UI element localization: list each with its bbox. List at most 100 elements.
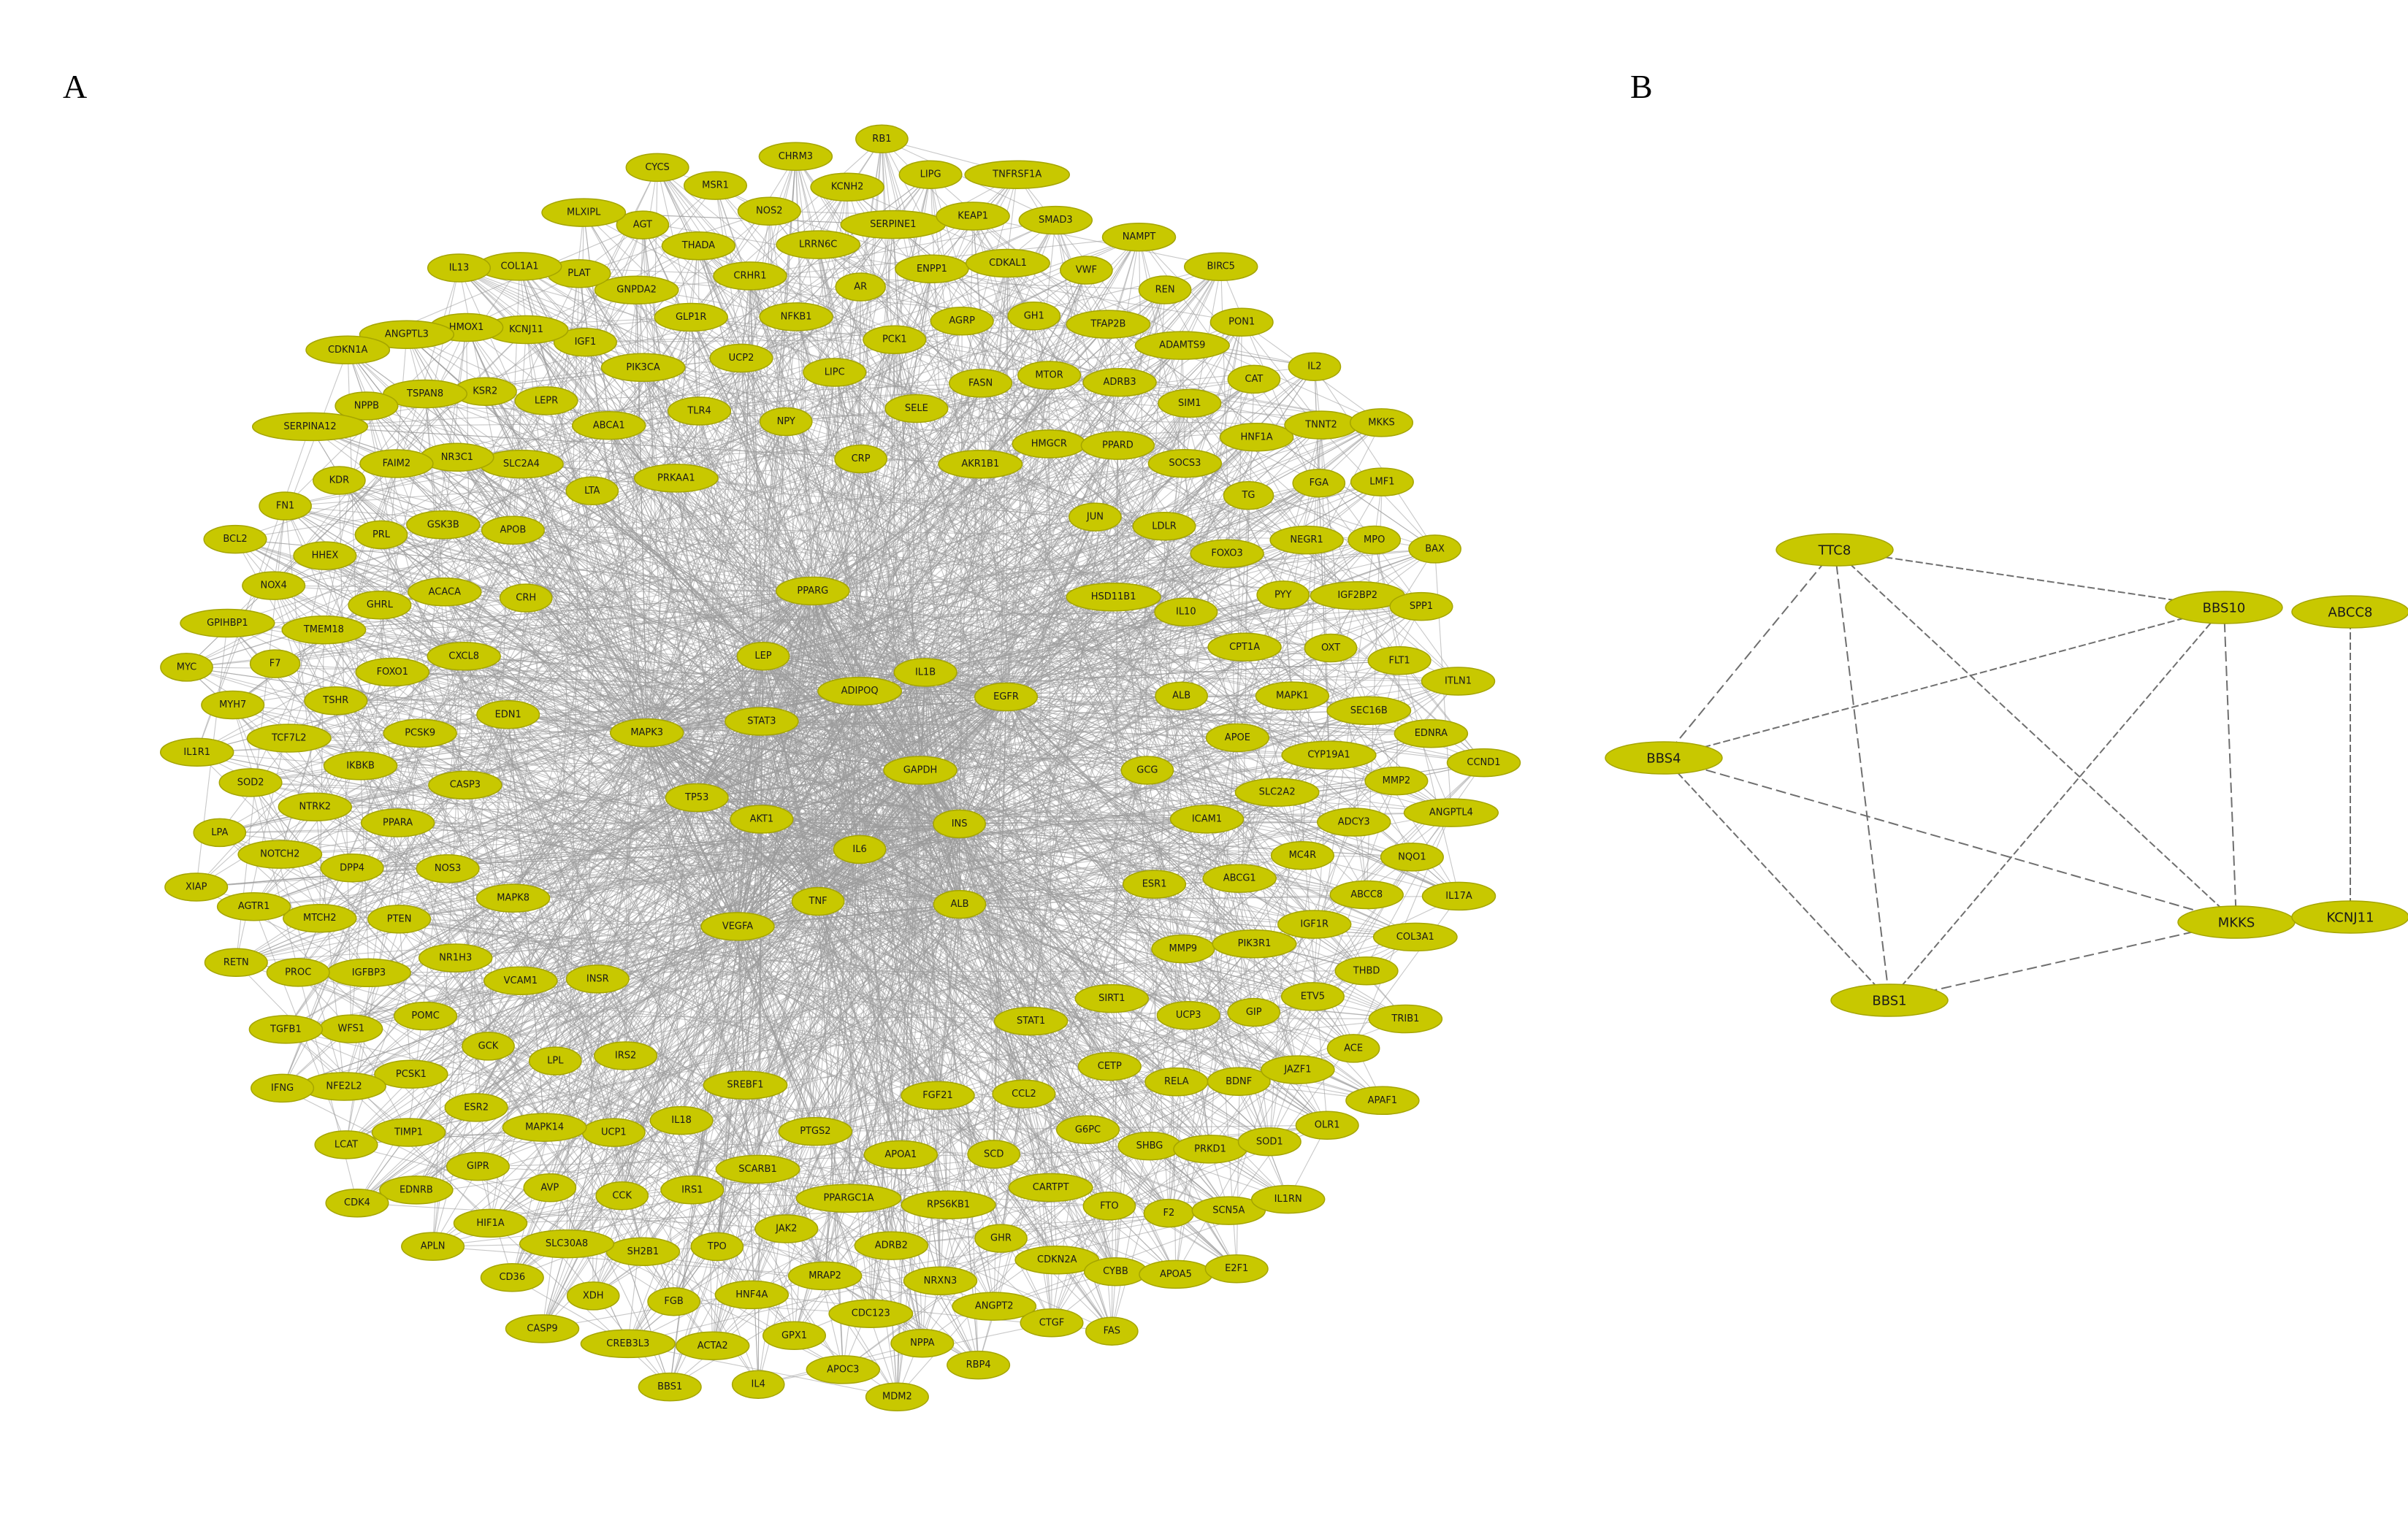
svg-text:HMGCR: HMGCR	[1031, 439, 1067, 450]
svg-text:MDM2: MDM2	[882, 1392, 912, 1403]
network-edge	[366, 405, 1255, 945]
network-edge	[690, 317, 1052, 1188]
network-edge	[424, 394, 1112, 1332]
gene-node: SOD1	[1237, 1127, 1302, 1157]
svg-text:IGF1: IGF1	[575, 337, 597, 348]
svg-text:CDKN2A: CDKN2A	[1037, 1254, 1077, 1265]
gene-node: TLR4	[668, 396, 732, 426]
network-edge	[592, 754, 1329, 1297]
gene-node: ADIPOQ	[817, 676, 903, 706]
gene-node: ANGPT2	[952, 1292, 1037, 1321]
panel-a-label: A	[63, 68, 88, 105]
network-edge	[279, 267, 460, 855]
network-edge	[920, 754, 1329, 771]
gene-node: PPARD	[1080, 431, 1155, 460]
gene-node: ITLN1	[1421, 667, 1496, 696]
svg-text:JAZF1: JAZF1	[1283, 1065, 1311, 1075]
network-edge	[925, 672, 1117, 1272]
svg-text:INS: INS	[952, 818, 968, 829]
network-edge	[646, 732, 1396, 782]
svg-text:AGRP: AGRP	[949, 315, 975, 326]
network-edge	[381, 358, 742, 535]
svg-text:F7: F7	[270, 659, 281, 670]
svg-text:KCNJ11: KCNJ11	[2326, 910, 2374, 926]
svg-text:CREB3L3: CREB3L3	[606, 1338, 649, 1349]
network-edge	[812, 591, 1177, 1275]
svg-text:ALB: ALB	[950, 899, 968, 910]
svg-text:STAT1: STAT1	[1017, 1016, 1045, 1027]
svg-text:MC4R: MC4R	[1289, 850, 1317, 861]
svg-text:TSPAN8: TSPAN8	[406, 388, 443, 399]
svg-text:AR: AR	[854, 282, 867, 293]
svg-text:PPARD: PPARD	[1102, 440, 1134, 451]
gene-node: VEGFA	[700, 912, 775, 941]
svg-text:HMOX1: HMOX1	[449, 322, 484, 333]
network-edge	[657, 167, 1255, 945]
gene-node: CYBB	[1083, 1257, 1148, 1286]
gene-node: FLT1	[1367, 646, 1432, 675]
gene-node: RBP4	[947, 1350, 1011, 1380]
svg-text:MMP9: MMP9	[1169, 943, 1198, 954]
svg-text:NFKB1: NFKB1	[781, 311, 812, 322]
gene-node: IFNG	[251, 1073, 315, 1103]
network-edge	[323, 405, 367, 630]
network-edge	[761, 818, 1383, 1101]
svg-text:CARTPT: CARTPT	[1033, 1182, 1069, 1193]
svg-text:BBS1: BBS1	[1872, 994, 1906, 1009]
gene-node: NOX4	[242, 571, 306, 600]
svg-text:APLN: APLN	[421, 1241, 446, 1252]
svg-text:IL17A: IL17A	[1445, 891, 1472, 902]
network-edge	[219, 553, 1228, 833]
gene-node: ETV5	[1280, 982, 1345, 1011]
gene-node: TG	[1223, 480, 1274, 510]
gene-node: PCSK1	[374, 1059, 448, 1089]
svg-text:IL1RN: IL1RN	[1274, 1194, 1302, 1205]
svg-text:VWF: VWF	[1076, 265, 1097, 276]
svg-text:BBS10: BBS10	[2203, 601, 2246, 616]
gene-node: PCK1	[863, 325, 927, 354]
network-edge	[459, 267, 960, 824]
gene-node: CRP	[834, 444, 887, 474]
svg-text:SCARB1: SCARB1	[738, 1164, 776, 1175]
network-edge	[859, 849, 923, 1343]
gene-node: LPL	[528, 1046, 582, 1075]
gene-node: ANGPTL4	[1403, 798, 1499, 827]
gene-node: GHR	[974, 1224, 1028, 1253]
network-edge	[696, 187, 848, 798]
svg-text:NTRK2: NTRK2	[299, 802, 332, 813]
svg-text:TTC8: TTC8	[1818, 543, 1851, 559]
svg-text:CCL2: CCL2	[1012, 1089, 1036, 1100]
network-edge	[762, 656, 1383, 1101]
gene-node: LIPC	[803, 358, 867, 387]
network-edge	[298, 970, 1367, 973]
gene-node: CREB3L3	[580, 1329, 676, 1359]
gene-node: SLC2A2	[1234, 778, 1320, 807]
svg-text:HNF1A: HNF1A	[1241, 432, 1273, 442]
network-edge	[608, 425, 762, 722]
network-edge	[1306, 540, 1432, 734]
gene-node: AGT	[616, 210, 670, 239]
svg-text:TCF7L2: TCF7L2	[271, 733, 307, 744]
gene-node: CDKN1A	[305, 335, 391, 365]
svg-text:AGTR1: AGTR1	[238, 901, 270, 912]
svg-text:G6PC: G6PC	[1075, 1124, 1101, 1135]
network-edge	[420, 732, 1354, 1049]
svg-text:PIK3CA: PIK3CA	[626, 362, 660, 373]
gene-node: NEGR1	[1269, 525, 1344, 555]
gene-node: COL3A1	[1372, 922, 1458, 952]
svg-text:PPARG: PPARG	[797, 586, 828, 597]
svg-text:ADCY3: ADCY3	[1338, 817, 1370, 828]
network-edge	[339, 480, 813, 591]
svg-text:E2F1: E2F1	[1225, 1263, 1248, 1274]
network-edge	[795, 156, 1169, 1213]
network-edge	[785, 421, 923, 1343]
network-edge	[712, 1197, 849, 1346]
svg-text:FGB: FGB	[664, 1296, 683, 1307]
gene-node: THADA	[661, 231, 736, 261]
gene-node: APOB	[481, 515, 545, 545]
gene-node: IRS2	[594, 1041, 658, 1070]
gene-node: ICAM1	[1169, 805, 1245, 834]
svg-text:PLAT: PLAT	[567, 268, 590, 279]
network-edge	[842, 1081, 1239, 1370]
svg-text:CPT1A: CPT1A	[1229, 642, 1260, 653]
